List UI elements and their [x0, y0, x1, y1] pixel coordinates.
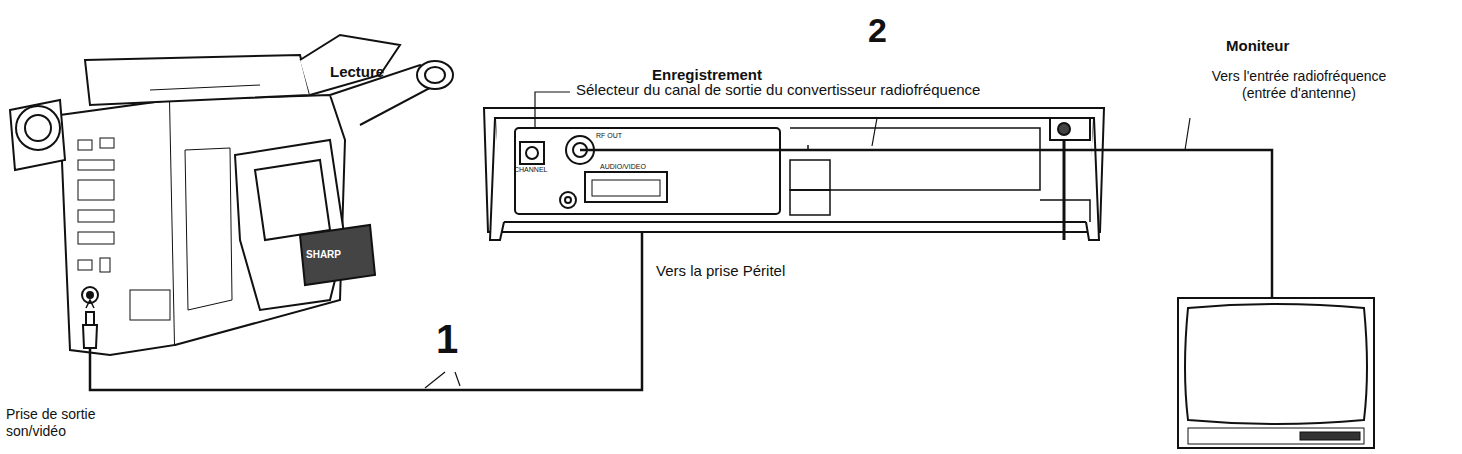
- brand-mark: SHARP: [306, 249, 341, 261]
- callout-number: 2: [868, 10, 887, 51]
- part-label: Sélecteur du canal de sortie du converti…: [576, 81, 980, 99]
- connection-note: Vers la prise Péritel: [656, 262, 785, 280]
- panel-marking: AUDIO/VIDEO: [600, 163, 646, 171]
- connection-note: Vers l'entrée radiofréquence (entrée d'a…: [1188, 68, 1410, 102]
- television: [1178, 298, 1374, 448]
- panel-marking: CHANNEL: [514, 166, 547, 174]
- cable-2: [535, 92, 1272, 298]
- device-title: Lecture: [330, 63, 384, 81]
- callout-number: 1: [436, 315, 458, 363]
- device-title: Moniteur: [1226, 37, 1289, 55]
- panel-marking: RF OUT: [596, 132, 622, 140]
- video-recorder: [484, 108, 1104, 240]
- camcorder: [10, 35, 453, 355]
- part-label: Prise de sortie son/vidéo: [6, 406, 124, 440]
